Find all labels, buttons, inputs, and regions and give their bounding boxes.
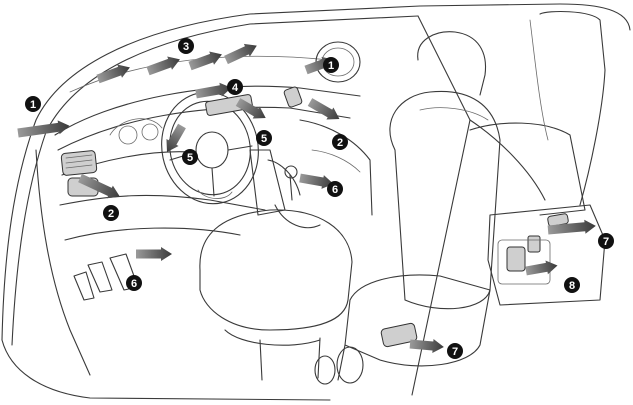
callout-number: 7 — [452, 346, 458, 358]
airflow-arrow — [299, 173, 334, 189]
callout-badge-1: 1 — [25, 96, 41, 112]
callout-circle — [332, 134, 348, 150]
airflow-arrow — [525, 260, 558, 276]
airflow-arrow — [224, 43, 257, 65]
callout-badge-6: 6 — [126, 275, 142, 291]
callout-badge-5: 5 — [256, 130, 272, 146]
callout-number: 7 — [603, 236, 609, 248]
airflow-arrow — [146, 56, 180, 76]
callout-circle — [564, 277, 580, 293]
callout-badge-7: 7 — [598, 233, 614, 249]
rear-console-vent — [497, 213, 569, 285]
airflow-arrow — [235, 98, 266, 119]
callout-circle — [182, 149, 198, 165]
airflow-arrow — [78, 173, 120, 199]
callout-number: 2 — [108, 208, 114, 220]
airflow-arrow — [17, 120, 70, 138]
side-vent-left — [60, 150, 99, 197]
side-window-vent — [283, 41, 361, 108]
callout-number: 6 — [332, 184, 338, 196]
callout-badge-5: 5 — [182, 149, 198, 165]
callout-badge-2: 2 — [332, 134, 348, 150]
pedals — [73, 253, 139, 301]
callout-number: 8 — [569, 280, 575, 292]
callout-badge-3: 3 — [178, 38, 194, 54]
airflow-arrow — [409, 339, 444, 353]
callout-badge-6: 6 — [327, 181, 343, 197]
airflow-arrow — [166, 123, 186, 152]
airflow-arrow — [136, 247, 172, 261]
airflow-arrows — [17, 43, 596, 353]
callout-number: 5 — [187, 152, 193, 164]
callout-number: 3 — [183, 41, 189, 53]
callout-circle — [25, 96, 41, 112]
rear-seat — [469, 11, 606, 306]
callout-badge-2: 2 — [103, 205, 119, 221]
callout-circle — [323, 57, 339, 73]
callout-number: 2 — [337, 137, 343, 149]
front-seat-passenger — [314, 31, 501, 385]
callout-circle — [126, 275, 142, 291]
callout-badge-1: 1 — [323, 57, 339, 73]
callout-number: 5 — [261, 133, 267, 145]
airflow-arrow — [547, 219, 596, 235]
callout-circle — [103, 205, 119, 221]
callout-number: 1 — [328, 60, 334, 72]
airflow-arrow — [307, 98, 340, 120]
airflow-arrow — [195, 82, 232, 99]
callout-number: 4 — [232, 82, 239, 94]
callout-badge-4: 4 — [227, 79, 243, 95]
callout-circle — [256, 130, 272, 146]
airflow-arrow — [188, 51, 222, 71]
front-seat-driver — [199, 209, 353, 381]
callout-circle — [447, 343, 463, 359]
callout-badge-8: 8 — [564, 277, 580, 293]
airflow-arrow — [96, 64, 130, 84]
callout-circle — [327, 181, 343, 197]
callout-circle — [178, 38, 194, 54]
callout-badges: 1 1 2 2 3 4 5 5 6 6 7 7 8 — [25, 38, 614, 359]
callout-circle — [598, 233, 614, 249]
under-seat-vent — [380, 322, 418, 348]
callout-number: 6 — [131, 278, 137, 290]
callout-circle — [227, 79, 243, 95]
callout-number: 1 — [30, 99, 36, 111]
callout-badge-7: 7 — [447, 343, 463, 359]
